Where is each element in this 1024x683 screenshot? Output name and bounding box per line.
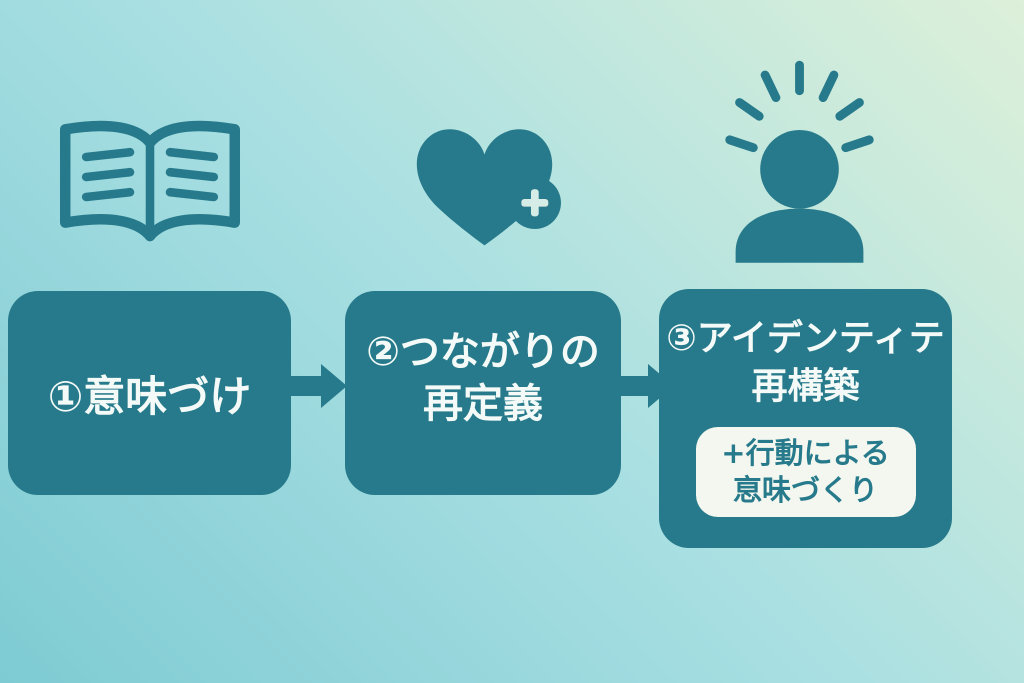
heart-plus-icon — [400, 108, 570, 258]
step-2-box: ②つながりの 再定義 — [345, 291, 621, 495]
step-3-label-line-2: 再構築 — [751, 365, 860, 407]
open-book-icon — [50, 110, 250, 262]
step-3-box: ③アイデンティテ 再構築 +行動による 恴味づくり — [659, 289, 952, 548]
step-1-box: ①意味づけ — [8, 291, 291, 495]
action-meaning-badge: +行動による 恴味づくり — [695, 426, 916, 517]
right-arrow-icon — [291, 362, 347, 410]
step-1-label: ①意味づけ — [47, 371, 252, 421]
person-idea-icon — [714, 58, 886, 264]
step-2-label-line-2: 再定義 — [423, 381, 543, 427]
step-3-label-line-1: ③アイデンティテ — [666, 318, 945, 359]
step-2-label-line-1: ②つながりの — [366, 329, 600, 375]
badge-line-1: +行動による — [721, 435, 890, 470]
badge-line-2: 恴味づくり — [732, 472, 878, 507]
